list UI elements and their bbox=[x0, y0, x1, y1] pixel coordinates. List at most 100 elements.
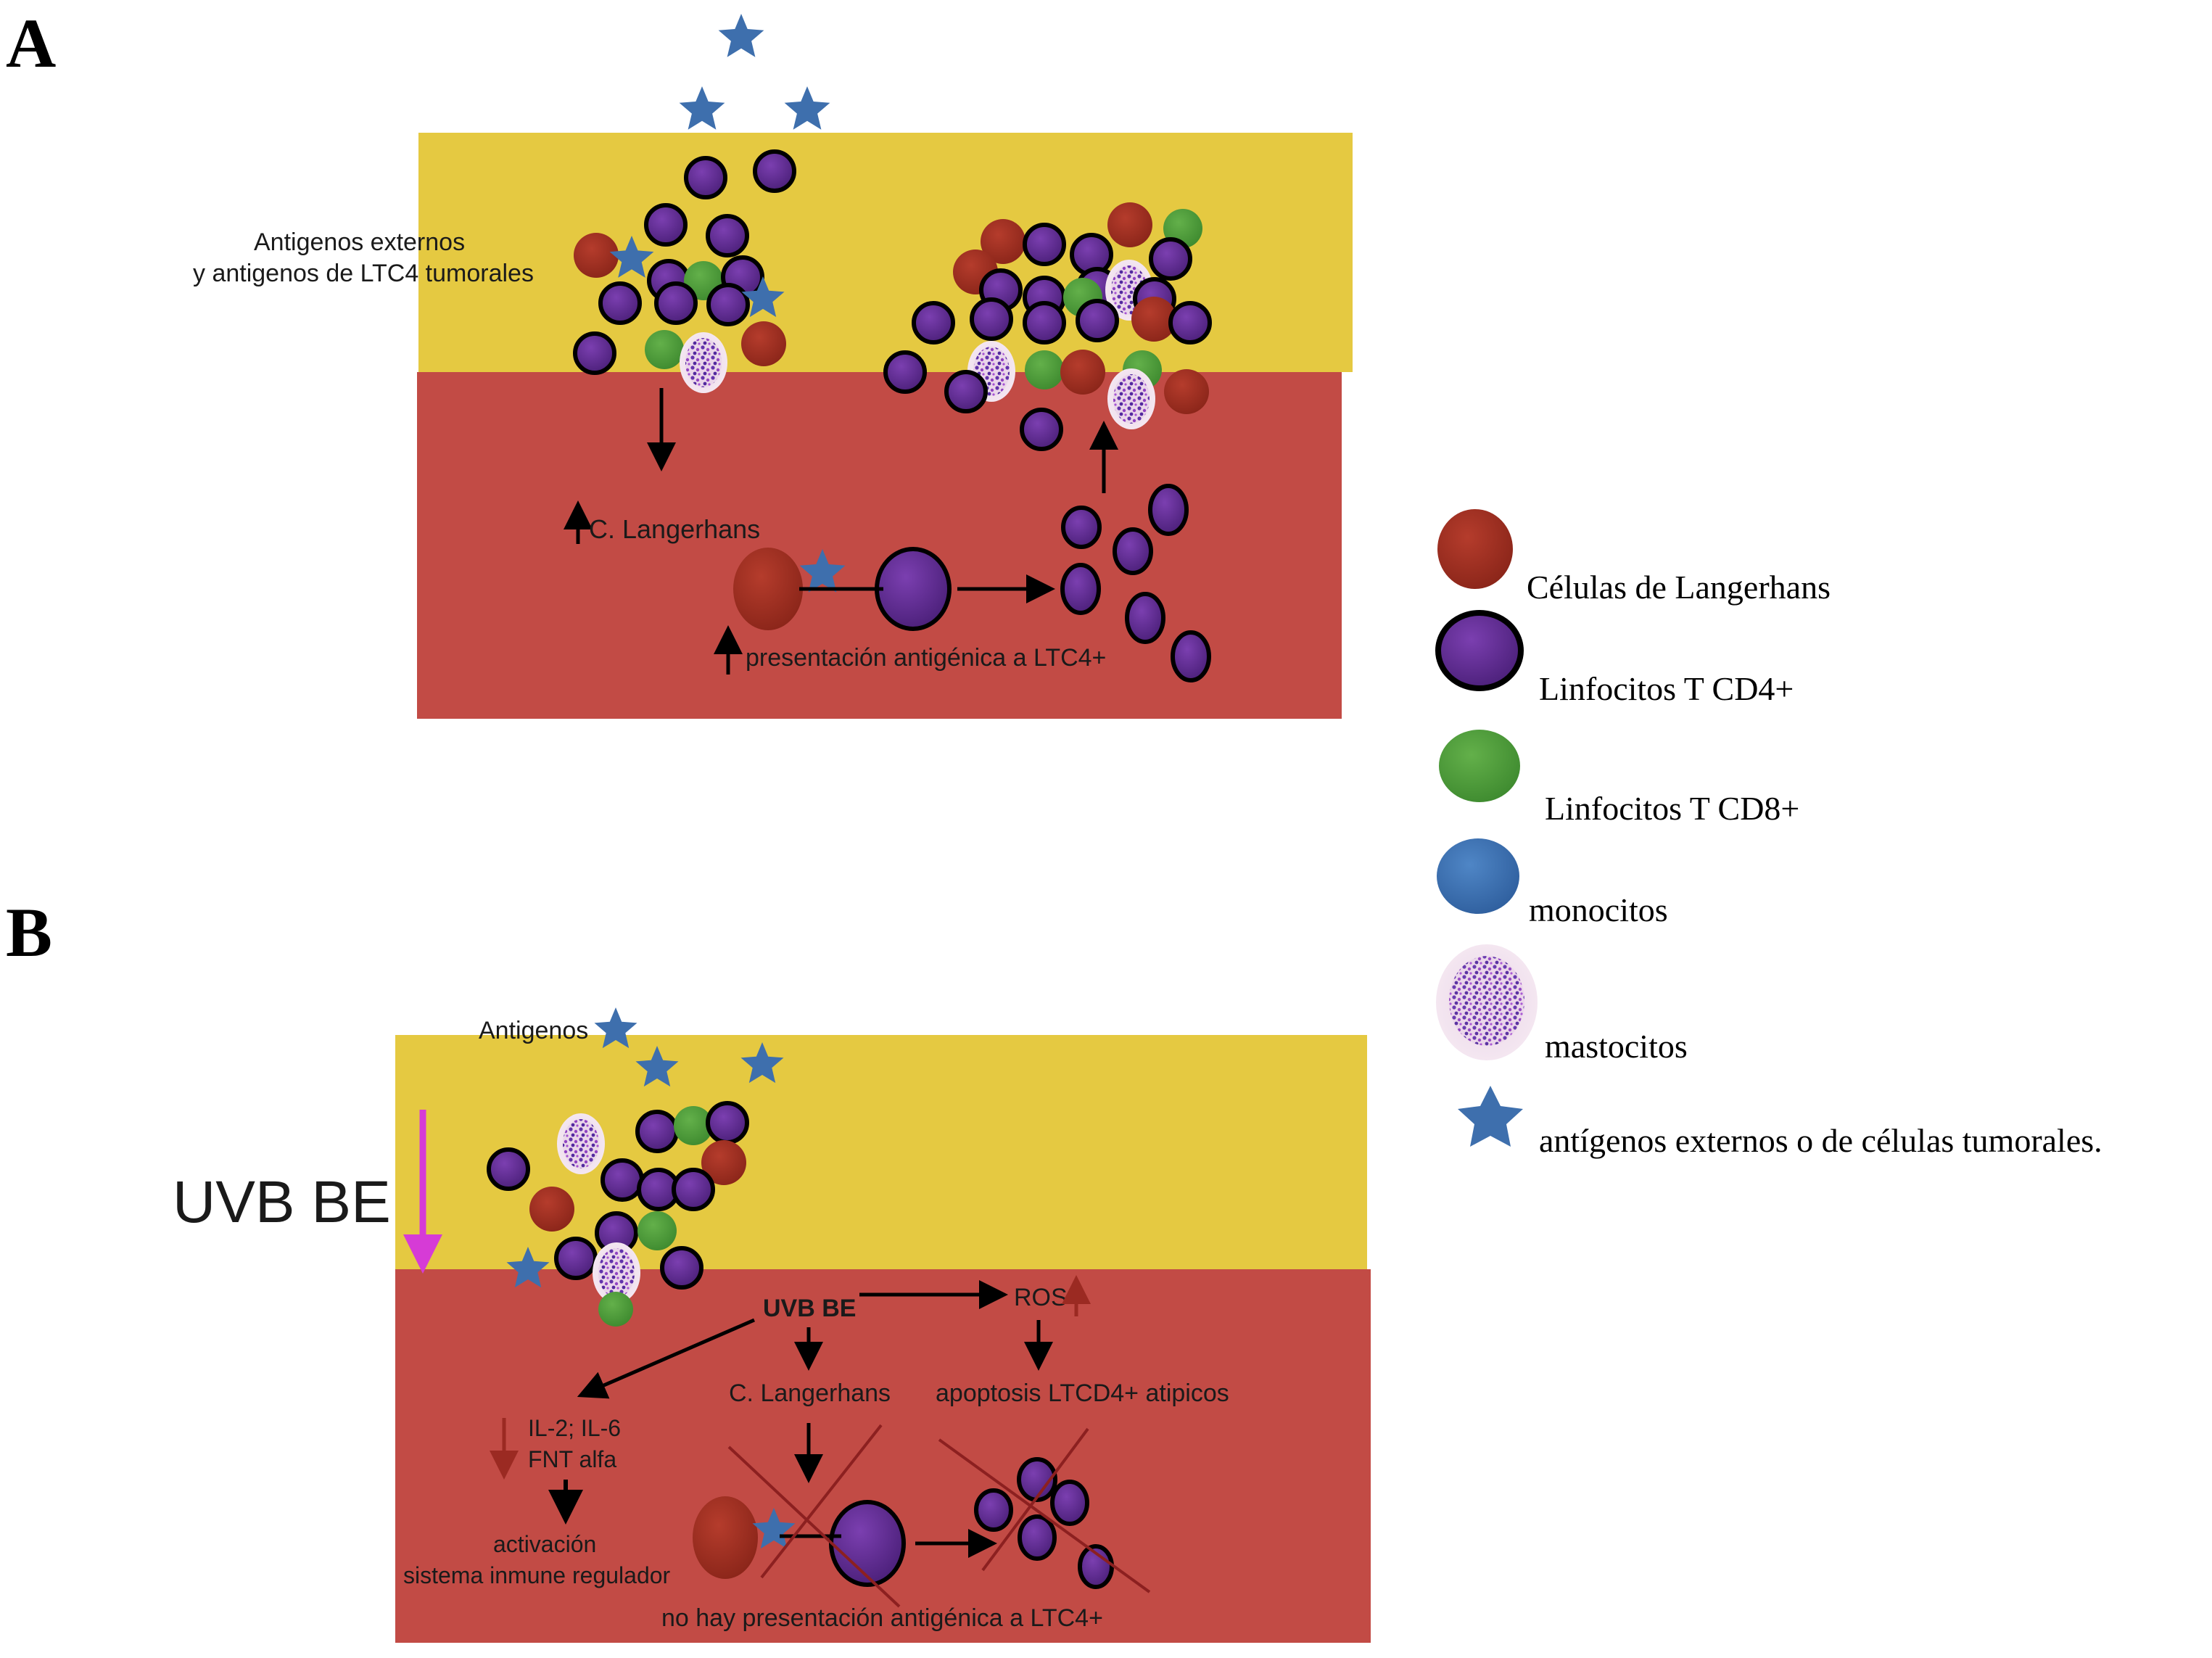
cd4-cell bbox=[944, 370, 988, 413]
panel-b-arrow-to-il bbox=[577, 1318, 755, 1399]
panel-b-apoptosis-label: apoptosis LTCD4+ atipicos bbox=[936, 1379, 1229, 1407]
panel-b-cross-left-a bbox=[727, 1445, 901, 1608]
cd8-cell bbox=[1025, 350, 1064, 389]
panel-b-cross-right-a bbox=[938, 1438, 1151, 1593]
legend-antigens: antígenos externos o de células tumorale… bbox=[1539, 1122, 2102, 1159]
cd8-cell bbox=[637, 1211, 677, 1250]
antigen-star bbox=[741, 276, 785, 318]
cd4-cell bbox=[1171, 630, 1211, 682]
panel-a-epidermis bbox=[418, 133, 1353, 372]
green-circle-icon bbox=[1439, 730, 1520, 802]
panel-a-antigens-label-line1: Antigenos externos bbox=[254, 228, 465, 256]
cd4-cell bbox=[706, 214, 749, 257]
legend-cd4: Linfocitos T CD4+ bbox=[1539, 670, 1794, 707]
cd4-cell bbox=[654, 281, 698, 325]
panel-b-il-label-line1: IL-2; IL-6 bbox=[528, 1415, 621, 1441]
cd4-cell bbox=[1017, 1457, 1057, 1502]
cd4-cell bbox=[601, 1158, 644, 1202]
langerhans-cell bbox=[1164, 369, 1209, 414]
cd4-cell bbox=[1061, 506, 1102, 549]
panel-b-activation-label-line1: activación bbox=[493, 1531, 596, 1557]
cd4-cell bbox=[1125, 592, 1165, 644]
panel-b-activation-label-line2: sistema inmune regulador bbox=[403, 1562, 671, 1588]
cd4-cell bbox=[1148, 484, 1189, 536]
cd4-cell bbox=[487, 1147, 530, 1191]
cd4-cell bbox=[644, 203, 688, 247]
cd4-cell bbox=[1078, 1544, 1114, 1589]
antigen-star bbox=[799, 549, 846, 593]
cd4-cell bbox=[1113, 527, 1153, 575]
antigen-star bbox=[718, 14, 764, 57]
mast-cell-granules bbox=[563, 1119, 599, 1168]
antigen-star bbox=[609, 236, 654, 278]
langerhans-cell bbox=[733, 548, 803, 630]
langerhans-cell bbox=[1107, 202, 1152, 247]
cd4-cell bbox=[1168, 301, 1212, 345]
legend: Células de Langerhans Linfocitos T CD4+ … bbox=[1435, 509, 2102, 1159]
antigen-star bbox=[506, 1247, 550, 1288]
cd4-cell bbox=[672, 1168, 715, 1211]
cd4-cell bbox=[883, 350, 927, 394]
langerhans-cell bbox=[741, 321, 786, 366]
cd4-cell bbox=[660, 1246, 703, 1290]
cd4-cell bbox=[974, 1488, 1013, 1532]
panel-a-cells bbox=[573, 14, 1212, 682]
antigen-star bbox=[635, 1046, 679, 1087]
panel-a-langerhans-label: C. Langerhans bbox=[589, 514, 760, 544]
panel-b-ros-label: ROS bbox=[1014, 1284, 1068, 1311]
antigen-star bbox=[784, 86, 830, 130]
panel-b-cross-right-b bbox=[981, 1427, 1089, 1572]
cd4-cell bbox=[1018, 1514, 1057, 1561]
purple-circle-icon bbox=[1435, 610, 1524, 691]
panel-b-antigens-label: Antigenos bbox=[479, 1017, 588, 1044]
langerhans-cell bbox=[701, 1140, 746, 1185]
star-icon bbox=[1458, 1086, 1523, 1147]
mast-cell-granules bbox=[598, 1248, 635, 1298]
cd4-cell bbox=[1050, 1480, 1089, 1526]
panel-b-no-presentation-label: no hay presentación antigénica a LTC4+ bbox=[661, 1604, 1103, 1632]
legend-monocytes: monocitos bbox=[1529, 891, 1668, 928]
panel-a-presentation-label: presentación antigénica a LTC4+ bbox=[746, 644, 1106, 672]
cd4-cell bbox=[1060, 563, 1101, 615]
antigen-star bbox=[740, 1042, 784, 1084]
panel-b-uvb-side-label: UVB BE bbox=[173, 1169, 391, 1235]
cd4-cell bbox=[706, 283, 750, 326]
mast-cell-granules bbox=[1113, 374, 1150, 424]
legend-cd8: Linfocitos T CD8+ bbox=[1545, 790, 1799, 827]
cd4-cell bbox=[706, 1101, 749, 1144]
cd4-cell bbox=[1023, 223, 1066, 266]
cd4-cell bbox=[1076, 299, 1119, 342]
cd4-cell bbox=[829, 1500, 906, 1587]
panel-a-antigens-label-line2: y antigenos de LTC4 tumorales bbox=[193, 260, 534, 287]
cd4-cell bbox=[573, 331, 616, 375]
cd4-cell bbox=[753, 149, 796, 193]
cd4-cell bbox=[554, 1237, 598, 1280]
panel-b-langerhans-label: C. Langerhans bbox=[729, 1379, 891, 1407]
langerhans-cell bbox=[981, 219, 1025, 264]
cd8-cell bbox=[598, 1292, 633, 1327]
cd4-cell bbox=[970, 297, 1013, 341]
mast-cell-granules bbox=[685, 338, 722, 387]
antigen-star bbox=[594, 1007, 637, 1049]
panel-a-letter: A bbox=[6, 4, 56, 82]
panel-b-uvb-center-label: UVB BE bbox=[763, 1295, 856, 1322]
panel-b-epidermis bbox=[395, 1035, 1367, 1269]
cd4-cell bbox=[684, 156, 727, 199]
langerhans-cell bbox=[1060, 350, 1105, 395]
legend-mast: mastocitos bbox=[1545, 1028, 1688, 1065]
cd4-cell bbox=[635, 1110, 679, 1153]
cd4-cell bbox=[875, 547, 952, 631]
langerhans-cell bbox=[529, 1187, 574, 1232]
mast-cell-granules bbox=[1449, 956, 1524, 1046]
cd4-cell bbox=[1149, 237, 1192, 281]
legend-langerhans: Células de Langerhans bbox=[1527, 569, 1831, 606]
panel-b-cells bbox=[487, 1007, 1114, 1589]
blue-circle-icon bbox=[1437, 838, 1519, 914]
cd4-cell bbox=[598, 281, 642, 325]
panel-b-cross-left-b bbox=[760, 1424, 883, 1579]
panel-b-letter: B bbox=[6, 894, 52, 971]
cd4-cell bbox=[912, 301, 955, 345]
antigen-star bbox=[679, 86, 725, 130]
panel-b-il-label-line2: FNT alfa bbox=[528, 1446, 616, 1472]
